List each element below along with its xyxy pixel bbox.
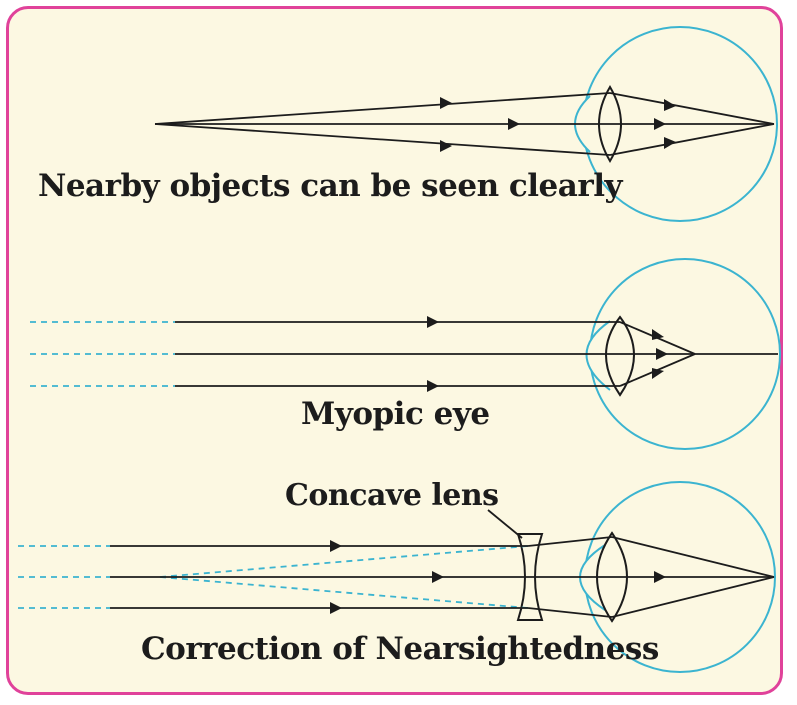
arrow-head: [440, 97, 452, 109]
panel-nearby-label: Nearby objects can be seen clearly: [38, 168, 623, 204]
arrow-head: [427, 380, 439, 392]
arrow-head: [652, 329, 664, 340]
panel-correction-label: Correction of Nearsightedness: [141, 631, 659, 667]
ray-bottom-focused: [611, 576, 775, 618]
ray-bottom-refracted: [609, 123, 775, 156]
arrow-head: [330, 602, 342, 614]
arrow-head: [508, 118, 520, 130]
panel-myopic: [30, 258, 781, 450]
ray-top: [154, 92, 611, 125]
convex-lens: [605, 315, 635, 397]
arrow-head: [664, 137, 676, 149]
ray-top-refracted: [609, 92, 775, 125]
arrow-head: [654, 571, 666, 583]
ray-top-focused: [611, 536, 775, 578]
concave-lens: [516, 533, 544, 621]
panel-myopic-label: Myopic eye: [301, 396, 490, 432]
panel-nearby: [154, 26, 778, 222]
lens-pointer: [487, 509, 523, 539]
ray-top-diverged: [527, 536, 613, 547]
diagram-frame: [6, 6, 783, 695]
concave-lens-label: Concave lens: [285, 478, 499, 513]
ray-bottom: [154, 123, 611, 156]
virtual-ray-top: [159, 545, 529, 578]
panel-correction: [18, 481, 776, 673]
convex-lens: [598, 85, 622, 163]
arrow-head: [432, 571, 444, 583]
arrow-head: [656, 348, 668, 360]
arrow-head: [654, 118, 666, 130]
arrow-head: [330, 540, 342, 552]
arrow-head: [440, 140, 452, 152]
convex-lens: [596, 531, 628, 623]
arrow-head: [652, 368, 664, 379]
arrow-head: [664, 99, 676, 111]
virtual-ray-bottom: [159, 576, 529, 609]
ray-bottom-diverged: [527, 607, 613, 618]
arrow-head: [427, 316, 439, 328]
